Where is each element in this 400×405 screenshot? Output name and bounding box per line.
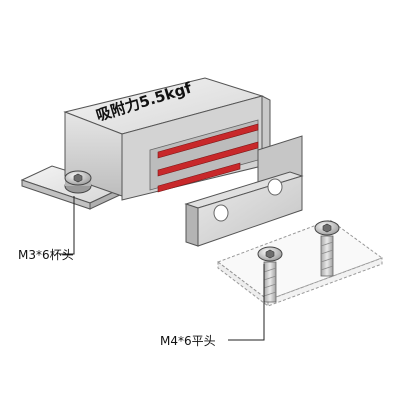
hex-socket-icon	[265, 249, 275, 259]
leader-line-flat-head	[228, 264, 265, 341]
magnet-strips	[157, 123, 259, 193]
leader-line-cup-head	[60, 196, 75, 255]
hex-socket-icon	[73, 173, 83, 183]
cup-head-screw	[64, 170, 92, 194]
magnet-strip-upper	[157, 123, 259, 159]
flat-head-screw-label: M4*6平头	[160, 334, 216, 348]
hex-socket-icon	[322, 223, 332, 233]
striker-plate	[184, 135, 304, 247]
cup-head-screw-label: M3*6杯头	[18, 248, 74, 262]
magnet-strip-middle	[157, 141, 259, 177]
flat-head-screw-right	[314, 220, 340, 277]
plate-hole-left	[213, 204, 229, 222]
magnet-strip-lower	[157, 162, 241, 193]
transparent-panel	[216, 219, 384, 308]
plate-hole-right	[267, 178, 283, 196]
